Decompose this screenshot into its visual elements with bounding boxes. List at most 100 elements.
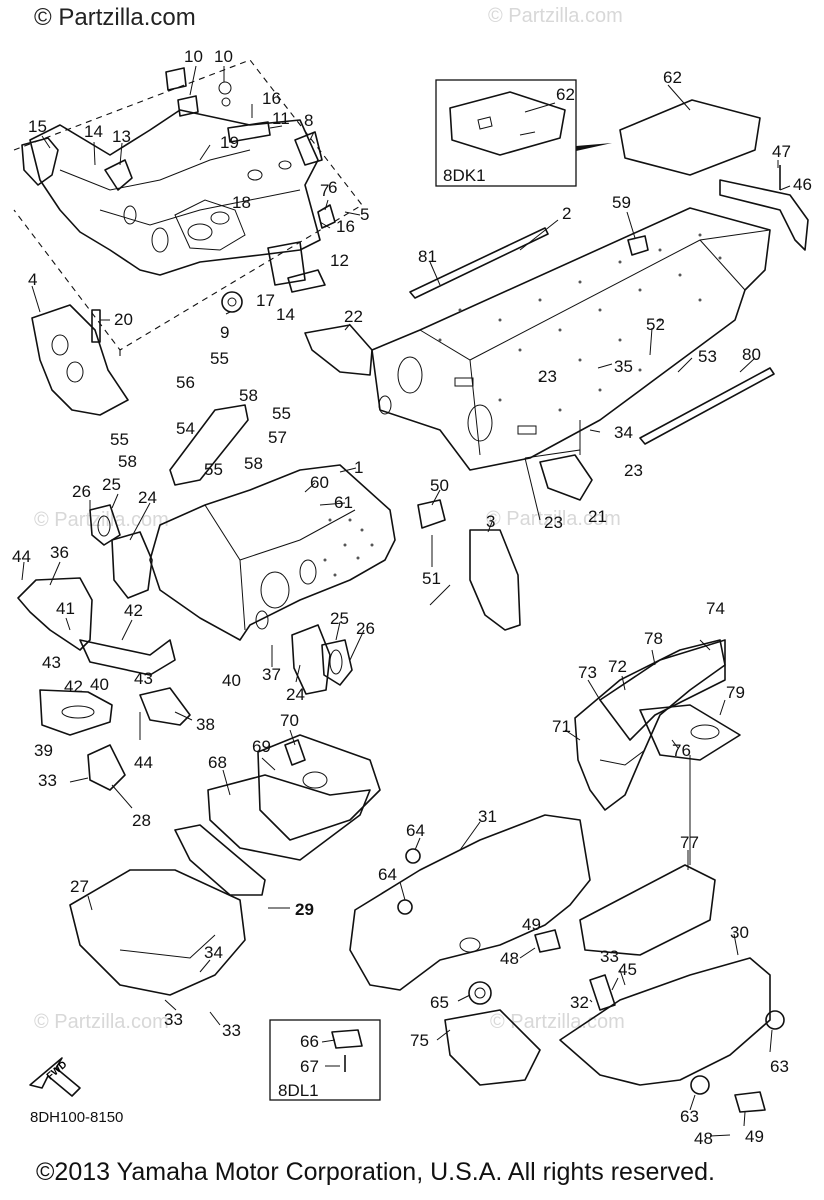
watermark-layer: © Partzilla.com © Partzilla.com © Partzi… bbox=[34, 5, 625, 1033]
callout: 61 bbox=[334, 493, 353, 512]
callout: 35 bbox=[614, 357, 633, 376]
callout: 56 bbox=[176, 373, 195, 392]
callout: 48 bbox=[694, 1129, 713, 1148]
callout: 44 bbox=[12, 547, 31, 566]
callout: 8 bbox=[304, 111, 313, 130]
callout: 55 bbox=[204, 460, 223, 479]
part-21-bracket bbox=[539, 454, 593, 501]
callout: 42 bbox=[64, 677, 83, 696]
callout: 23 bbox=[538, 367, 557, 386]
callout: 60 bbox=[310, 473, 329, 492]
callout: 26 bbox=[72, 482, 91, 501]
callout: 34 bbox=[614, 423, 633, 442]
callout: 23 bbox=[544, 513, 563, 532]
callout: 71 bbox=[552, 717, 571, 736]
side-panels-71-79 bbox=[574, 639, 741, 811]
callout: 49 bbox=[745, 1127, 764, 1146]
callout: 16 bbox=[262, 89, 281, 108]
leader-lines bbox=[21, 65, 791, 1137]
copyright-footer: ©2013 Yamaha Motor Corporation, U.S.A. A… bbox=[36, 1158, 715, 1186]
callout: 78 bbox=[644, 629, 663, 648]
callout: 65 bbox=[430, 993, 449, 1012]
part-50 bbox=[417, 499, 446, 529]
callout: 74 bbox=[706, 599, 725, 618]
part-27-cover bbox=[69, 869, 246, 996]
callout: 39 bbox=[34, 741, 53, 760]
callout: 15 bbox=[28, 117, 47, 136]
callout: 45 bbox=[618, 960, 637, 979]
part-1-main-frame bbox=[149, 404, 396, 641]
callout: 58 bbox=[244, 454, 263, 473]
inset-8dl1: 8DL1 bbox=[269, 1019, 381, 1101]
callout: 40 bbox=[222, 671, 241, 690]
callout: 81 bbox=[418, 247, 437, 266]
watermark: © Partzilla.com bbox=[490, 1011, 625, 1033]
part-77-panel bbox=[579, 864, 716, 956]
callout: 50 bbox=[430, 476, 449, 495]
callout: 37 bbox=[262, 665, 281, 684]
lower-panels-68-70 bbox=[207, 734, 381, 861]
inset-code: 8DL1 bbox=[278, 1081, 319, 1100]
callout: 70 bbox=[280, 711, 299, 730]
callout: 25 bbox=[102, 475, 121, 494]
callout: 53 bbox=[698, 347, 717, 366]
part-46-bracket bbox=[719, 179, 809, 251]
diagram-code: 8DH100-8150 bbox=[30, 1109, 124, 1126]
watermark: © Partzilla.com bbox=[34, 509, 169, 531]
callout: 48 bbox=[500, 949, 519, 968]
callout: 12 bbox=[330, 251, 349, 270]
callout: 75 bbox=[410, 1031, 429, 1050]
callout: 34 bbox=[204, 943, 223, 962]
callout: 1 bbox=[354, 458, 363, 477]
callout: 57 bbox=[268, 428, 287, 447]
inset-code: 8DK1 bbox=[443, 166, 486, 185]
part-62-pad bbox=[619, 99, 761, 176]
callout: 10 bbox=[184, 47, 203, 66]
callout: 73 bbox=[578, 663, 597, 682]
callout: 55 bbox=[210, 349, 229, 368]
callout: 20 bbox=[114, 310, 133, 329]
callout: 13 bbox=[112, 127, 131, 146]
callout: 16 bbox=[336, 217, 355, 236]
callout: 40 bbox=[90, 675, 109, 694]
callout: 49 bbox=[522, 915, 541, 934]
part-29-grille bbox=[174, 824, 266, 896]
callout: 47 bbox=[772, 142, 791, 161]
inset-8dk1: 8DK1 62 bbox=[435, 79, 612, 187]
callout: 33 bbox=[600, 947, 619, 966]
callout: 11 bbox=[272, 109, 290, 128]
fwd-arrow: FWD bbox=[29, 1057, 81, 1097]
part-30-rail bbox=[559, 957, 771, 1086]
callout: 28 bbox=[132, 811, 151, 830]
part-80-strip bbox=[639, 367, 775, 445]
callout: 80 bbox=[742, 345, 761, 364]
callout: 18 bbox=[232, 193, 251, 212]
callout: 67 bbox=[300, 1057, 319, 1076]
callout: 22 bbox=[344, 307, 363, 326]
callout: 24 bbox=[286, 685, 305, 704]
part-3-bracket bbox=[469, 529, 521, 631]
callout: 23 bbox=[624, 461, 643, 480]
callout: 68 bbox=[208, 753, 227, 772]
callout: 17 bbox=[256, 291, 275, 310]
watermark: © Partzilla.com bbox=[488, 5, 623, 27]
callout: 29 bbox=[295, 900, 314, 919]
callout: 51 bbox=[422, 569, 441, 588]
callout: 33 bbox=[222, 1021, 241, 1040]
callout: 5 bbox=[360, 205, 369, 224]
callout: 66 bbox=[300, 1032, 319, 1051]
callout: 79 bbox=[726, 683, 745, 702]
bumper-parts bbox=[17, 577, 191, 791]
callout: 4 bbox=[28, 270, 37, 289]
callout: 77 bbox=[680, 833, 699, 852]
callout: 43 bbox=[134, 669, 153, 688]
part-81-strip bbox=[409, 227, 549, 299]
callout: 46 bbox=[793, 175, 812, 194]
callout: 24 bbox=[138, 488, 157, 507]
callout: 43 bbox=[42, 653, 61, 672]
callout-labels: 15 14 13 10 10 16 11 8 19 6 18 7 5 16 12… bbox=[12, 47, 812, 1148]
callout: 30 bbox=[730, 923, 749, 942]
callout: 14 bbox=[84, 122, 103, 141]
callout: 26 bbox=[356, 619, 375, 638]
